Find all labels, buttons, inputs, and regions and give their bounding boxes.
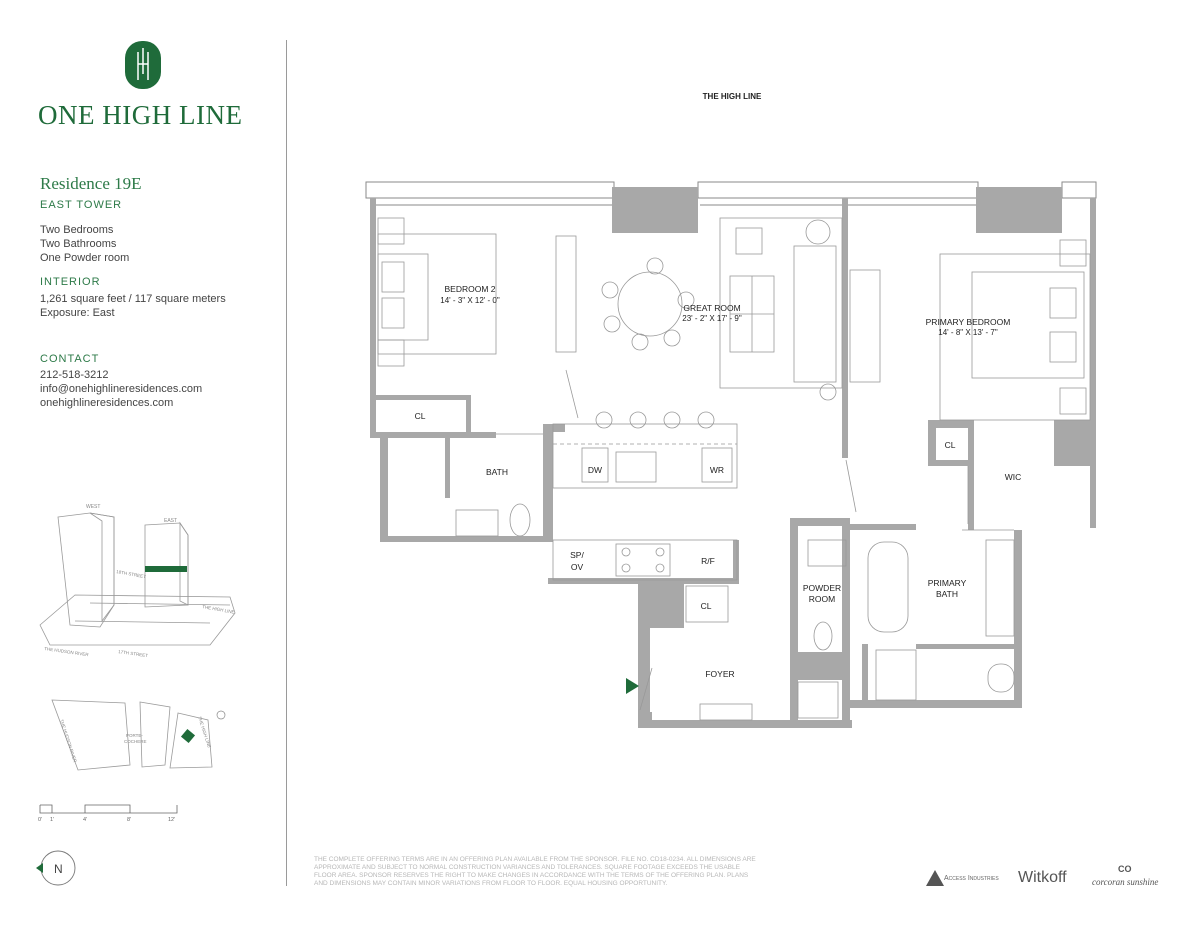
label-dw: DW xyxy=(588,465,602,475)
corcoran-logo: corcoran sunshine xyxy=(1092,877,1159,887)
label-foyer: FOYER xyxy=(705,669,734,679)
walls xyxy=(370,198,1096,728)
label-primary-bath-1: PRIMARY xyxy=(928,578,967,588)
scale-tick-12: 12' xyxy=(168,817,175,823)
column-2 xyxy=(976,187,1062,233)
residence-title: Residence 19E xyxy=(40,174,142,193)
detail-powder: One Powder room xyxy=(40,252,130,264)
tower-label: EAST TOWER xyxy=(40,199,123,211)
north-compass-icon: N xyxy=(36,850,76,886)
label-cl-primary: CL xyxy=(945,440,956,450)
contact-email[interactable]: info@onehighlineresidences.com xyxy=(40,383,203,395)
label-hudson: THE HUDSON RIVER xyxy=(44,646,90,657)
label-primary-bedroom: PRIMARY BEDROOM xyxy=(926,317,1011,327)
dims-bedroom2: 14' - 3" X 12' - 0" xyxy=(440,296,500,305)
site-map xyxy=(51,699,213,771)
label-bath: BATH xyxy=(486,467,508,477)
area-text: 1,261 square feet / 117 square meters xyxy=(40,293,226,305)
label-wr: WR xyxy=(710,465,724,475)
label-primary-bath-2: BATH xyxy=(936,589,958,599)
context-map: WEST EAST 18TH STREET THE HIGH LINE THE … xyxy=(38,504,236,823)
compass-label: N xyxy=(54,862,63,876)
scale-bar-icon xyxy=(39,804,178,814)
label-cl-bedroom2: CL xyxy=(415,411,426,421)
label-cl-kitchen: CL xyxy=(701,601,712,611)
contact-heading: CONTACT xyxy=(40,353,100,365)
access-industries-logo-icon xyxy=(926,870,944,886)
detail-bathrooms: Two Bathrooms xyxy=(40,238,117,250)
exposure-text: Exposure: East xyxy=(40,307,115,319)
highline-label: THE HIGH LINE xyxy=(703,92,762,101)
ihi-monogram-icon xyxy=(125,41,161,89)
dims-great-room: 23' - 2" X 17' - 9" xyxy=(682,314,742,323)
label-spov-1: SP/ xyxy=(570,550,584,560)
corcoran-mark: CO xyxy=(1118,864,1132,874)
label-17th: 17TH STREET xyxy=(118,649,149,658)
site-porte-2: COCHERE xyxy=(124,739,147,744)
sidebar-divider xyxy=(286,40,287,886)
access-industries-logo: Access Industries xyxy=(944,875,999,882)
scale-tick-0: 0' xyxy=(38,817,42,823)
column-1 xyxy=(612,187,698,233)
label-highline: THE HIGH LINE xyxy=(202,604,235,615)
label-rf: R/F xyxy=(701,556,715,566)
label-great-room: GREAT ROOM xyxy=(683,303,740,313)
brand-name: ONE HIGH LINE xyxy=(38,100,243,130)
legal-disclaimer: THE COMPLETE OFFERING TERMS ARE IN AN OF… xyxy=(314,856,756,887)
building-sketch xyxy=(39,512,236,646)
label-powder-2: ROOM xyxy=(809,594,835,604)
detail-bedrooms: Two Bedrooms xyxy=(40,224,114,236)
label-west: WEST xyxy=(86,504,100,510)
label-wic: WIC xyxy=(1005,472,1022,482)
label-east: EAST xyxy=(164,518,177,524)
scale-tick-4: 4' xyxy=(83,817,87,823)
site-north-icon xyxy=(216,710,226,720)
label-18th: 18TH STREET xyxy=(116,569,147,579)
site-building xyxy=(180,728,196,744)
site-porte-1: PORTE- xyxy=(126,733,143,738)
contact-phone[interactable]: 212-518-3212 xyxy=(40,369,109,381)
floor-highlight xyxy=(145,566,187,572)
furniture xyxy=(377,217,1091,721)
scale-tick-8: 8' xyxy=(127,817,131,823)
witkoff-logo: Witkoff xyxy=(1018,869,1067,886)
label-bedroom2: BEDROOM 2 xyxy=(444,284,495,294)
interior-heading: INTERIOR xyxy=(40,276,101,288)
entry-arrow-icon xyxy=(626,678,639,694)
dims-primary-bedroom: 14' - 8" X 13' - 7" xyxy=(938,328,998,337)
contact-website[interactable]: onehighlineresidences.com xyxy=(40,397,174,409)
label-spov-2: OV xyxy=(571,562,584,572)
label-powder-1: POWDER xyxy=(803,583,841,593)
scale-tick-1: 1' xyxy=(50,817,54,823)
